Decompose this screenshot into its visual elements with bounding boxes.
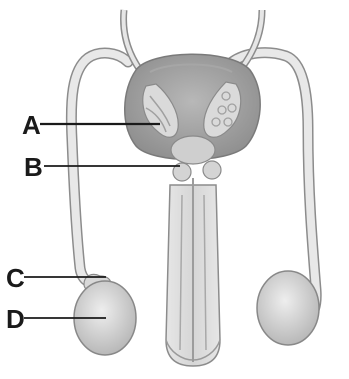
label-b: B <box>24 152 43 182</box>
penis <box>166 178 220 366</box>
testis-right <box>257 271 319 345</box>
vas-deferens-left <box>71 53 128 283</box>
label-a: A <box>22 110 41 140</box>
label-d: D <box>6 304 25 334</box>
label-c: C <box>6 263 25 293</box>
prostate-gland <box>171 136 215 164</box>
